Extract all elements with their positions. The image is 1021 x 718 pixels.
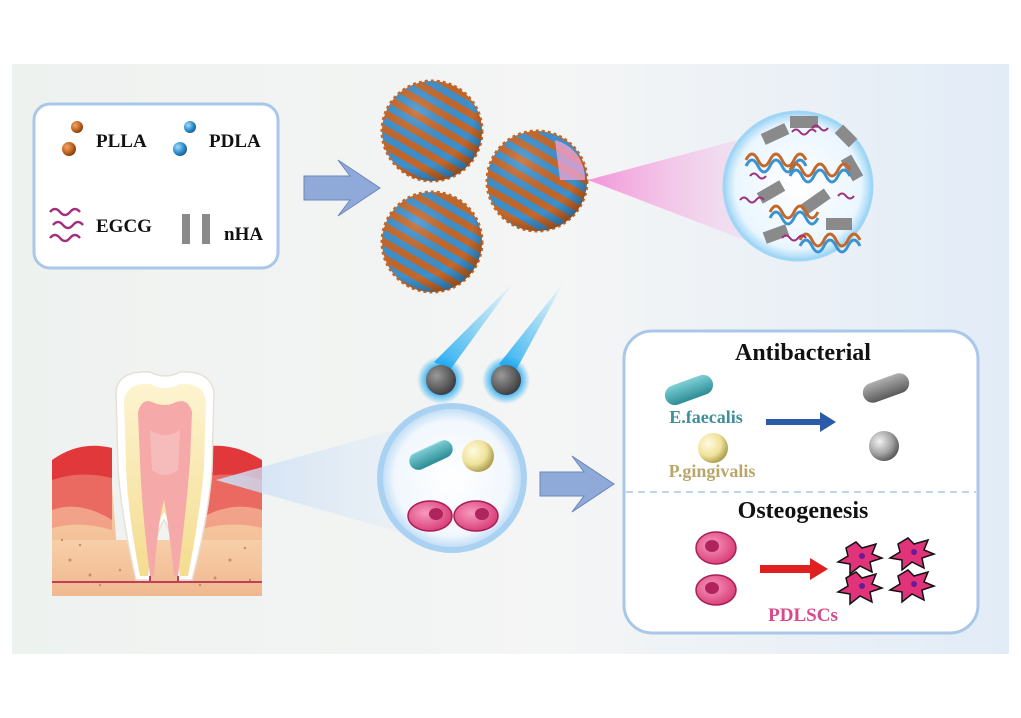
pdla-bead-icon xyxy=(173,142,187,156)
bacteria-icon xyxy=(698,433,728,463)
microsphere-injection xyxy=(417,282,564,404)
fabrication-arrow-icon xyxy=(303,159,381,217)
pdlscs-label: PDLSCs xyxy=(768,605,838,626)
nha-rod-icon xyxy=(182,214,210,244)
bacteria-icon xyxy=(409,435,453,470)
plla-bead-icon xyxy=(62,142,76,156)
egcg-label: EGCG xyxy=(96,216,152,237)
antibacterial-title: Antibacterial xyxy=(735,340,871,366)
bacteria-icon xyxy=(869,431,899,461)
microsphere-icon xyxy=(426,365,456,395)
tooth-icon xyxy=(52,371,262,596)
bacteria-icon xyxy=(664,374,714,406)
periodontal-zoom-beam xyxy=(216,430,420,538)
e-faecalis-label: E.faecalis xyxy=(669,407,743,427)
effects-panel: Antibacterial E.faecalis P.gingivalis Os… xyxy=(622,329,980,635)
pdla-label: PDLA xyxy=(209,131,261,152)
microsphere-icon xyxy=(380,190,484,294)
cell-icon xyxy=(695,574,737,606)
periodontal-microenvironment xyxy=(377,403,527,553)
microsphere-icon xyxy=(491,365,521,395)
bacteria-icon xyxy=(862,373,910,403)
osteogenesis-title: Osteogenesis xyxy=(738,498,869,524)
microsphere-icon xyxy=(380,79,484,183)
microsphere-cluster xyxy=(380,79,589,294)
p-gingivalis-label: P.gingivalis xyxy=(669,461,756,481)
microsphere-zoom xyxy=(722,110,874,262)
osteogenesis-arrow-icon xyxy=(760,558,828,580)
antibacterial-arrow-icon xyxy=(766,412,836,432)
nha-label: nHA xyxy=(224,224,263,245)
plla-label: PLLA xyxy=(96,131,147,152)
effect-arrow-icon xyxy=(539,455,615,513)
materials-legend: PLLA PDLA EGCG nHA xyxy=(32,102,280,270)
bacteria-icon xyxy=(462,440,494,472)
cell-icon xyxy=(695,531,737,565)
pdla-bead-icon xyxy=(184,121,196,133)
plla-bead-icon xyxy=(71,121,83,133)
egcg-squiggle-icon xyxy=(49,207,84,243)
zoom-beam xyxy=(588,134,760,246)
microsphere-icon xyxy=(485,129,589,233)
